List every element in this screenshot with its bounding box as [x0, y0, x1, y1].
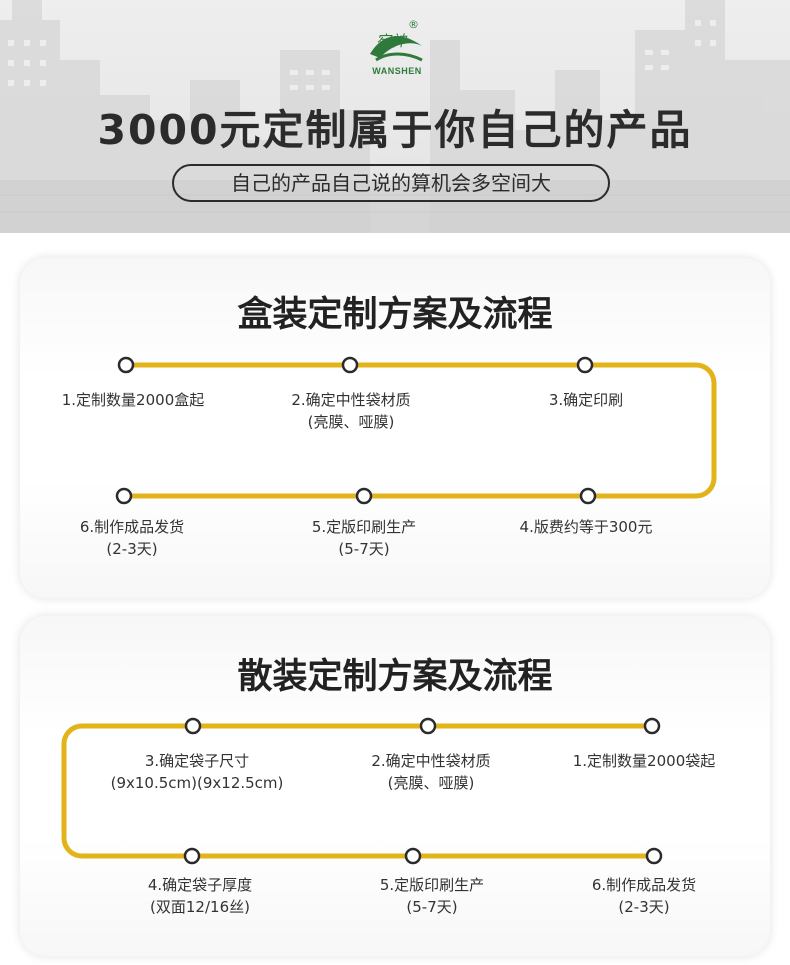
bulk-step-5-node: [404, 847, 422, 865]
city-skyline-background: [0, 0, 790, 233]
bulk-step-3: 3.确定袋子尺寸 (9x10.5cm)(9x12.5cm): [110, 752, 284, 792]
bulk-step-2-node: [419, 717, 437, 735]
box-step-4-node: [579, 487, 597, 505]
bulk-step-4: 4.确定袋子厚度 (双面12/16丝): [147, 876, 253, 916]
bulk-step-1-node: [643, 717, 661, 735]
box-step-1: 1.定制数量2000盒起: [61, 391, 205, 409]
box-step-6-node: [115, 487, 133, 505]
bulk-step-4-node: [183, 847, 201, 865]
bulk-step-3-node: [184, 717, 202, 735]
box-step-2: 2.确定中性袋材质 (亮膜、哑膜): [291, 391, 411, 431]
bulk-plan-card: 散装定制方案及流程 1.定制数量2000袋起 2.确定中性袋材质 (亮膜、哑膜)…: [20, 616, 770, 956]
box-step-1-node: [117, 356, 135, 374]
svg-text:宛神: 宛神: [376, 32, 408, 50]
logo-english-name: WANSHEN: [372, 66, 422, 76]
page-title: 3000元定制属于你自己的产品: [97, 106, 693, 154]
bulk-step-5: 5.定版印刷生产 (5-7天): [379, 876, 485, 916]
box-step-6: 6.制作成品发货 (2-3天): [79, 518, 185, 558]
bulk-step-6-node: [645, 847, 663, 865]
wanshen-logo: 宛神 ® WANSHEN: [362, 16, 432, 82]
box-step-3-node: [576, 356, 594, 374]
box-plan-flow-track: [115, 356, 717, 505]
bulk-plan-title: 散装定制方案及流程: [237, 657, 553, 697]
bulk-step-6: 6.制作成品发货 (2-3天): [591, 876, 697, 916]
box-plan-title: 盒装定制方案及流程: [237, 295, 553, 335]
box-step-4: 4.版费约等于300元: [519, 518, 653, 536]
logo-emblem-icon: 宛神: [370, 32, 423, 62]
box-plan-card: 盒装定制方案及流程 1.定制数量2000盒起 2.确定中性袋材质 (亮膜、哑膜)…: [20, 258, 770, 598]
registered-mark: ®: [408, 18, 419, 31]
header-banner: 宛神 ® WANSHEN 3000元定制属于你自己的产品 自己的产品自己说的算机…: [0, 0, 790, 233]
box-step-3: 3.确定印刷: [548, 391, 624, 409]
bulk-plan-flow-track: [61, 717, 663, 865]
box-step-5: 5.定版印刷生产 (5-7天): [311, 518, 417, 558]
box-step-5-node: [355, 487, 373, 505]
bulk-step-2: 2.确定中性袋材质 (亮膜、哑膜): [371, 752, 491, 792]
box-step-2-node: [341, 356, 359, 374]
bulk-step-1: 1.定制数量2000袋起: [572, 752, 716, 770]
subtitle-pill: 自己的产品自己说的算机会多空间大: [172, 164, 610, 202]
